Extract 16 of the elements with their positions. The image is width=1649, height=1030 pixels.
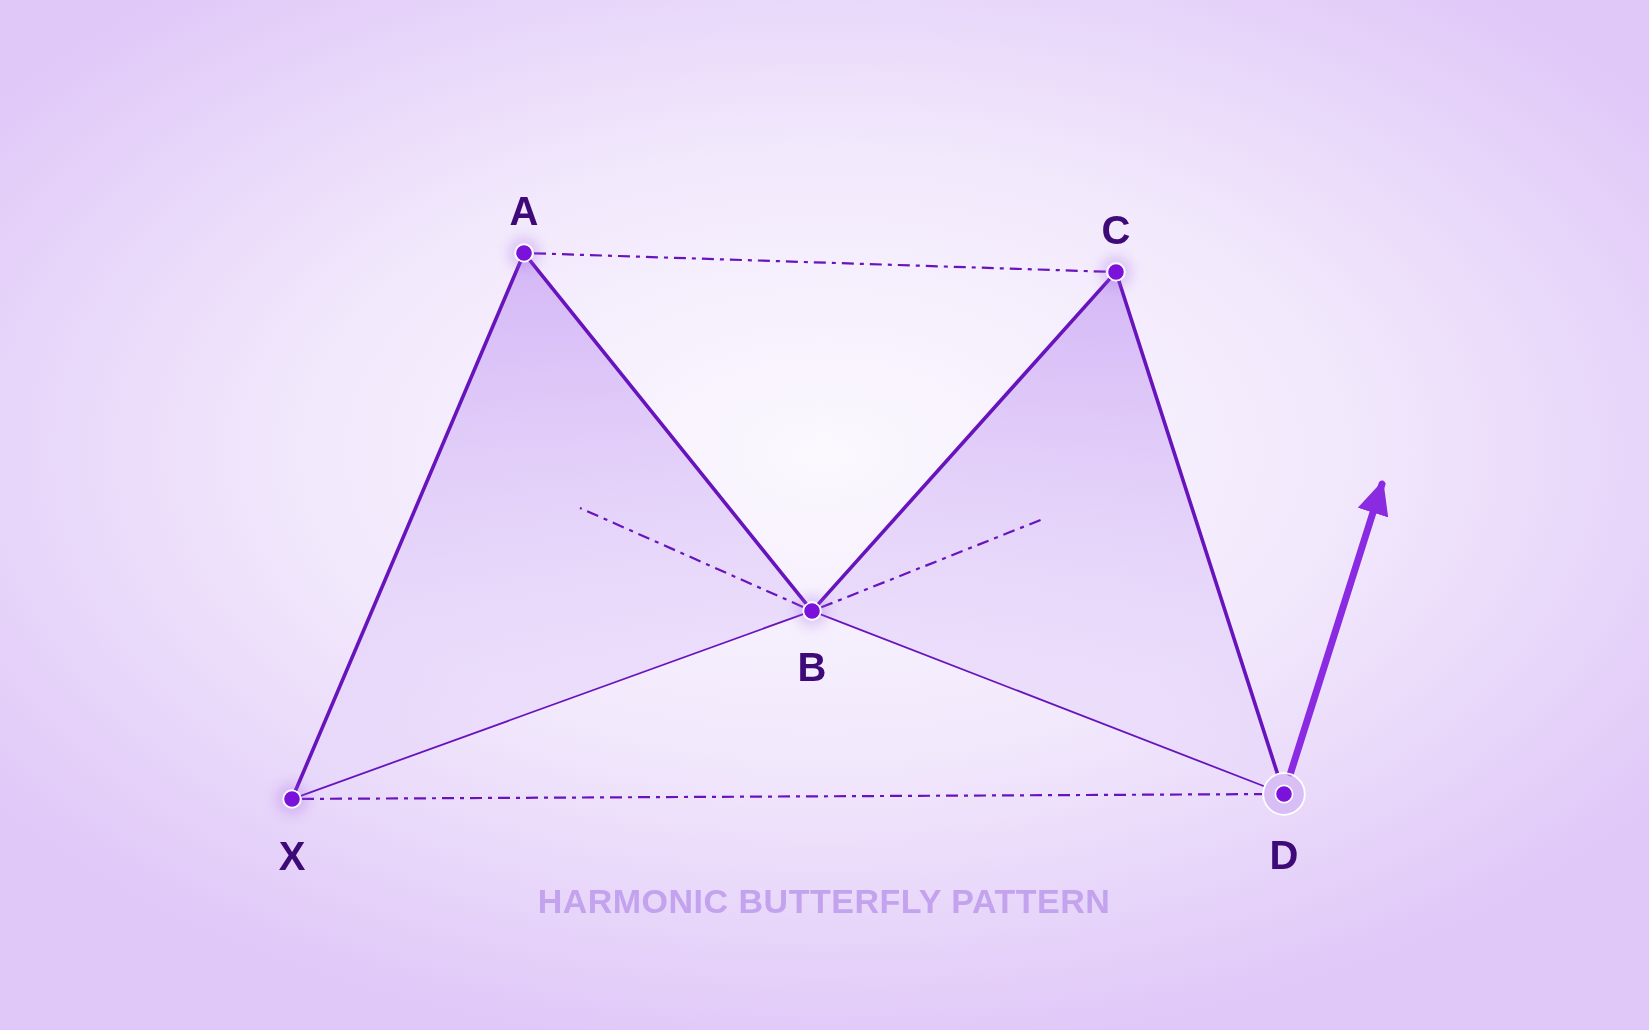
point-label: A [509, 191, 539, 231]
point-label: B [797, 647, 827, 687]
point-label: C [1101, 210, 1131, 250]
dashed-line [820, 517, 1044, 609]
dashed-line [533, 252, 1107, 273]
dashed-line [302, 793, 1262, 800]
line [528, 259, 808, 605]
line [820, 613, 1265, 787]
arrow [1287, 480, 1389, 777]
line [816, 277, 1112, 606]
dashed-line [579, 507, 804, 608]
line [294, 260, 522, 792]
point-label: D [1269, 835, 1299, 875]
point-label: X [278, 836, 306, 876]
line [300, 613, 804, 797]
line [1117, 279, 1280, 775]
